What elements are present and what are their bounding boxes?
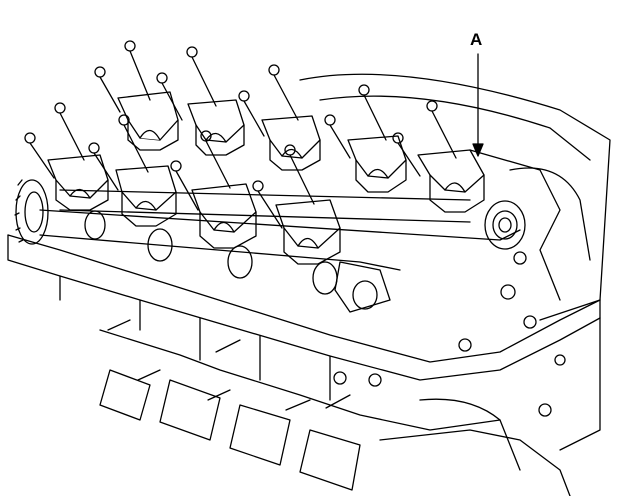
bolt [25, 133, 54, 178]
bolt [269, 65, 298, 120]
callout-arrow [473, 54, 483, 156]
bolt [171, 161, 198, 210]
bearing-cap-rear-1 [118, 92, 178, 150]
bolt [359, 85, 386, 140]
bolt [393, 133, 420, 176]
bolt [125, 41, 150, 100]
bolt [239, 91, 264, 136]
manifold-studs [108, 252, 565, 416]
bearing-cap-front-4 [276, 200, 340, 264]
camshaft-front [40, 210, 520, 312]
bolt [253, 181, 282, 228]
bearing-cap-rear-3 [262, 116, 320, 170]
cylinder-head [8, 74, 610, 496]
bolt [427, 101, 456, 158]
bolt [157, 73, 182, 120]
camshaft-end-seal [485, 201, 525, 249]
callout-label-a: A [470, 30, 483, 49]
bolt [89, 143, 118, 190]
bolt [285, 145, 314, 204]
bolt [119, 115, 148, 172]
bearing-cap-front-3 [192, 184, 256, 248]
bolts [25, 41, 456, 228]
bearing-cap-front-1 [48, 155, 108, 210]
bearing-cap-rear-2 [188, 100, 244, 155]
bearing-cap-rear-4 [348, 136, 406, 192]
bolt [325, 115, 350, 158]
bolt [187, 47, 216, 106]
bolt [201, 131, 230, 188]
bearing-cap-rear-5 [418, 150, 484, 212]
bolt [95, 67, 120, 112]
bolt [55, 103, 84, 160]
bearing-cap-front-2 [116, 166, 176, 226]
timing-sprocket [15, 180, 48, 244]
camshaft-rear [60, 190, 470, 222]
